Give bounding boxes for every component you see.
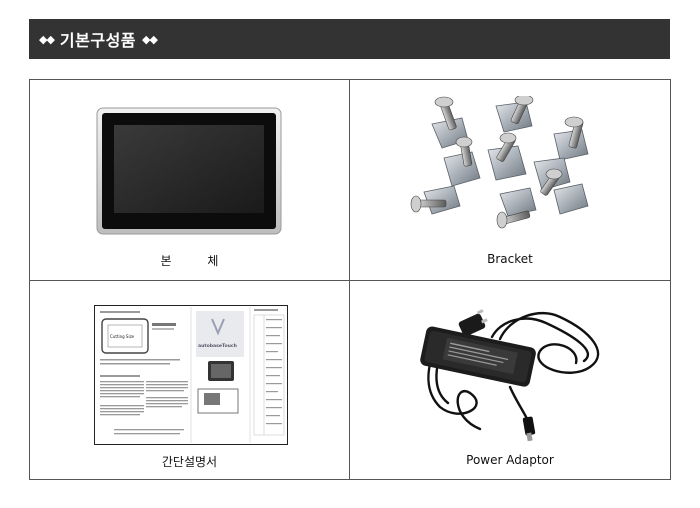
- component-cell-main-unit: 본 체: [30, 80, 349, 280]
- section-header: ◆◆ 기본구성품 ◆◆: [29, 19, 670, 59]
- cutting-size-label: Cutting Size: [110, 334, 135, 339]
- touch-panel-image: [96, 107, 282, 235]
- grid-divider-horizontal: [30, 280, 670, 281]
- diamond-icon: ◆◆: [142, 32, 158, 46]
- diamond-icon: ◆◆: [39, 32, 55, 46]
- component-caption-manual: 간단설명서: [161, 455, 218, 469]
- component-caption-power-adaptor: Power Adaptor: [466, 453, 554, 467]
- power-adaptor-image: [400, 297, 620, 447]
- grid-divider-vertical: [349, 80, 350, 479]
- section-title: 기본구성품: [59, 31, 137, 50]
- manual-image: Cutting Size: [94, 305, 288, 445]
- bracket-image: [404, 96, 616, 244]
- component-cell-power-adaptor: Power Adaptor: [350, 281, 670, 479]
- manual-brand: autobaseTouch: [198, 343, 237, 349]
- component-caption-main-unit: 본 체: [160, 254, 235, 268]
- components-grid: 본 체: [29, 79, 671, 480]
- component-cell-manual: Cutting Size: [30, 281, 349, 479]
- component-cell-bracket: Bracket: [350, 80, 670, 280]
- component-caption-bracket: Bracket: [487, 252, 533, 266]
